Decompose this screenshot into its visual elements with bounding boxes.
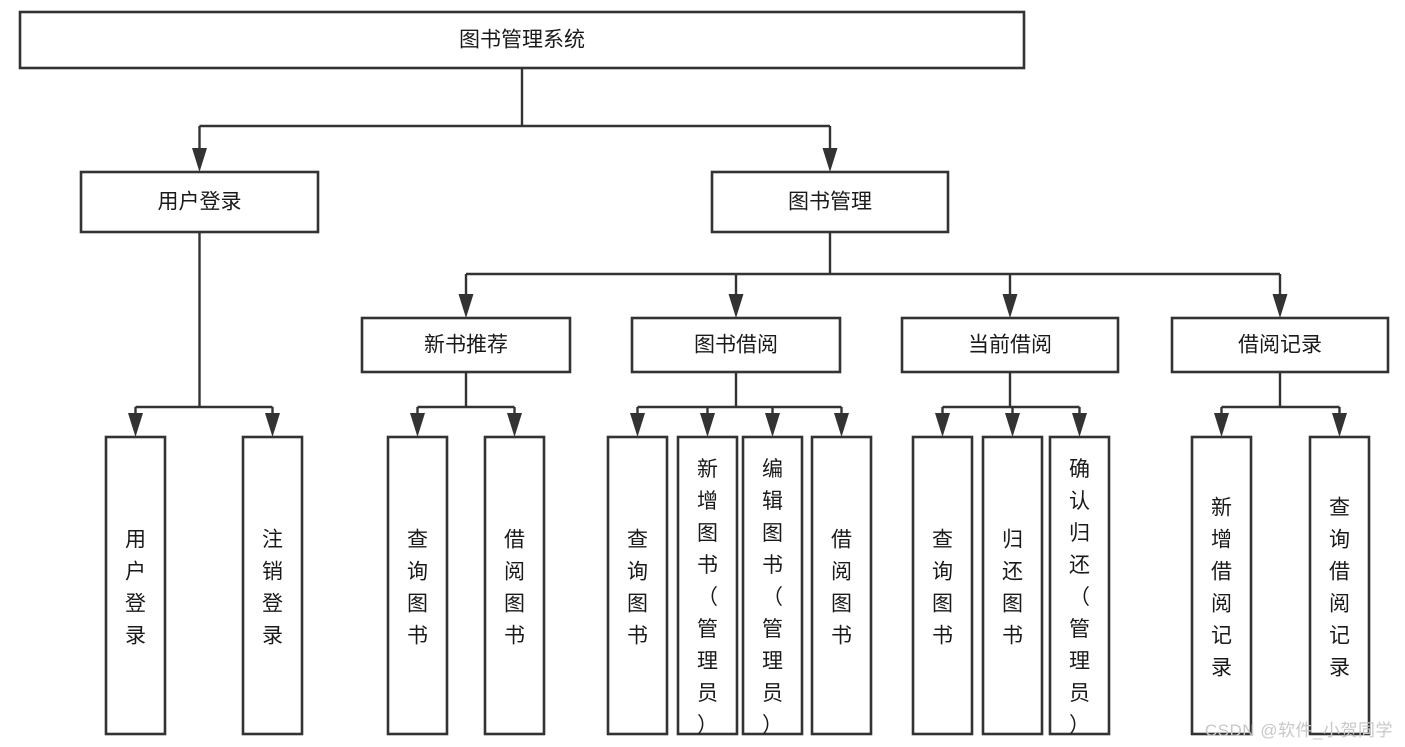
node-label-leaf-3: 借阅图书 [504,528,525,647]
node-label-leaf-8: 查询图书 [932,528,953,647]
node-leaf-5[interactable]: 新增图书（管理员） [676,435,739,737]
arrow-head-icon [507,413,522,437]
node-leaf-11[interactable]: 新增借阅记录 [1190,435,1253,736]
node-label-level3-0: 新书推荐 [424,334,508,357]
connector-lines [128,68,1347,437]
node-label-level2-0: 用户登录 [158,191,242,214]
node-leaf-3[interactable]: 借阅图书 [483,435,546,736]
arrow-head-icon [1072,413,1087,437]
arrow-head-icon [1272,294,1288,318]
arrow-head-icon [700,413,715,437]
node-label-level3-3: 借阅记录 [1238,334,1322,357]
node-label-root: 图书管理系统 [459,29,585,52]
node-label-leaf-9: 归还图书 [1002,528,1023,647]
node-label-level3-1: 图书借阅 [694,334,778,357]
node-leaf-0[interactable]: 用户登录 [104,435,167,736]
node-label-leaf-10: 确认归还（管理员） [1069,458,1090,737]
arrow-head-icon [935,413,950,437]
arrow-head-icon [1214,413,1229,437]
node-leaf-2[interactable]: 查询图书 [386,435,449,736]
node-label-leaf-2: 查询图书 [407,528,428,647]
node-level3-0[interactable]: 新书推荐 [360,316,572,374]
arrow-head-icon [265,413,280,437]
node-leaf-6[interactable]: 编辑图书（管理员） [741,435,804,737]
node-leaf-10[interactable]: 确认归还（管理员） [1048,435,1111,737]
node-leaf-1[interactable]: 注销登录 [241,435,304,736]
node-leaf-12[interactable]: 查询借阅记录 [1308,435,1371,736]
node-label-leaf-4: 查询图书 [627,528,648,647]
node-label-leaf-12: 查询借阅记录 [1329,496,1350,679]
node-label-level2-1: 图书管理 [788,191,872,214]
node-level3-3[interactable]: 借阅记录 [1170,316,1390,374]
arrow-head-icon [728,294,744,318]
node-level2-1[interactable]: 图书管理 [710,170,950,234]
arrow-head-icon [834,413,849,437]
arrow-head-icon [1332,413,1347,437]
node-label-leaf-5: 新增图书（管理员） [697,458,718,737]
node-leaf-9[interactable]: 归还图书 [981,435,1044,736]
node-label-level3-2: 当前借阅 [968,334,1052,357]
arrow-head-icon [822,148,838,172]
arrow-head-icon [128,413,143,437]
node-label-leaf-0: 用户登录 [125,528,146,647]
node-label-leaf-1: 注销登录 [262,528,283,647]
node-level3-2[interactable]: 当前借阅 [900,316,1120,374]
arrow-head-icon [192,148,207,172]
node-level2-0[interactable]: 用户登录 [79,170,320,234]
node-root-图书管理系统[interactable]: 图书管理系统 [18,10,1026,70]
node-leaf-8[interactable]: 查询图书 [911,435,974,736]
node-level3-1[interactable]: 图书借阅 [630,316,842,374]
arrow-head-icon [1002,294,1018,318]
arrow-head-icon [630,413,645,437]
node-label-leaf-11: 新增借阅记录 [1211,496,1232,679]
node-label-leaf-6: 编辑图书（管理员） [762,458,783,737]
arrow-head-icon [458,294,474,318]
arrow-head-icon [765,413,780,437]
arrow-head-icon [1005,413,1020,437]
arrow-head-icon [410,413,425,437]
node-label-leaf-7: 借阅图书 [831,528,852,647]
node-boxes: 图书管理系统用户登录图书管理新书推荐图书借阅当前借阅借阅记录用户登录注销登录查询… [18,10,1390,737]
node-leaf-4[interactable]: 查询图书 [606,435,669,736]
node-leaf-7[interactable]: 借阅图书 [810,435,873,736]
